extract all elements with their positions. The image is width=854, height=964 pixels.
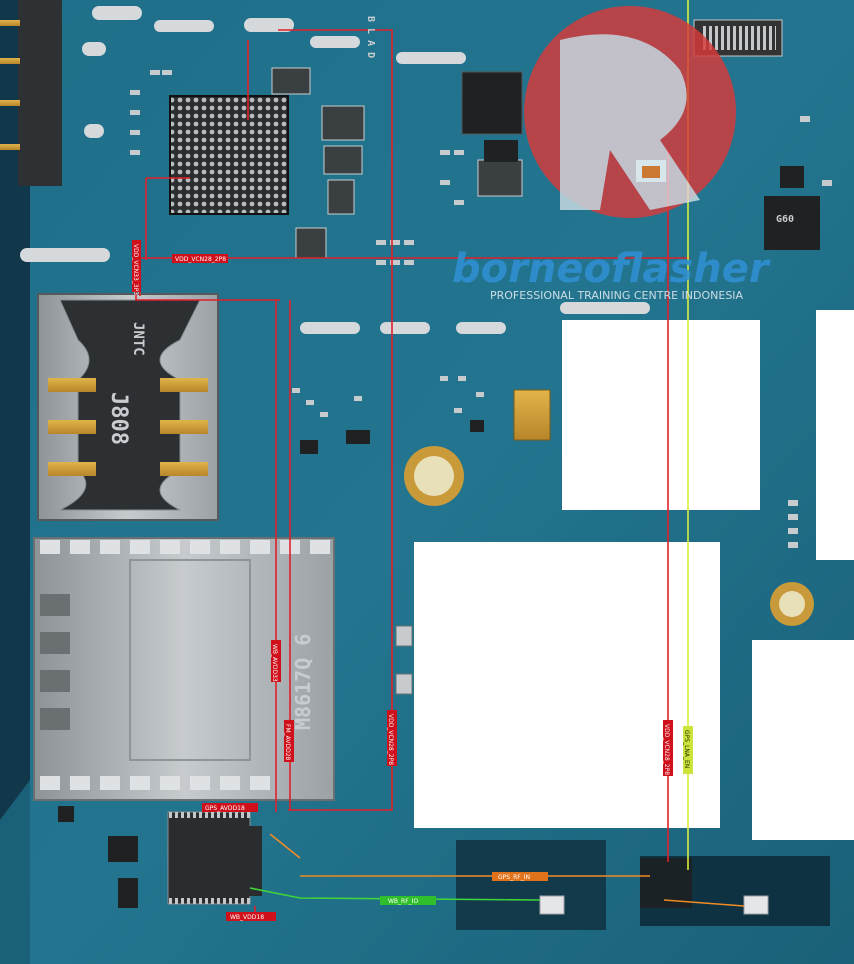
sim-brand-marking: JNTC: [130, 322, 146, 356]
net-label: VDD_VCN33_3P3: [132, 244, 139, 295]
net-label: WB_AVDD33: [271, 644, 278, 682]
green-trace: [249, 887, 541, 901]
edge-connector: [18, 0, 62, 186]
net-label: GPS_LNA_EN: [683, 730, 690, 768]
net-label: GPS_AVDD18: [205, 805, 245, 812]
net-label: WB_RF_IO: [388, 898, 418, 905]
watermark-tagline: PROFESSIONAL TRAINING CENTRE INDONESIA: [490, 289, 744, 302]
gps-antenna-pad: [743, 895, 769, 915]
cutout-window: [414, 542, 720, 828]
wifi-antenna-pad: [539, 895, 565, 915]
net-label: GPS_RF_IN: [498, 874, 530, 881]
watermark-logo: [524, 6, 736, 218]
edge-pin-markings: B L A D: [365, 16, 376, 58]
pmic-ic: [461, 71, 523, 135]
net-label: FM_AVDD28: [284, 724, 291, 761]
small-ic: [764, 196, 820, 250]
cutout-window: [752, 640, 854, 840]
wifi-bt-gps-ic: [167, 811, 251, 905]
net-label: VDD_VCN28_2P8: [663, 724, 670, 775]
net-label: VDD_VCN28_2P8: [387, 714, 394, 765]
sim-contacts: [48, 378, 208, 476]
sd-tray-marking: M8617Q 6: [291, 634, 315, 730]
net-label: WB_VDD18: [230, 914, 264, 921]
watermark-brand: borneoflasher: [452, 246, 771, 292]
cutout-window: [816, 310, 854, 560]
small-ic-marking: G60: [776, 214, 794, 225]
tantalum-cap: [513, 389, 551, 441]
sim-tray-marking: J808: [106, 392, 131, 445]
orange-traces: [269, 833, 745, 907]
bga-ic: [169, 95, 289, 215]
cutout-window: [562, 320, 760, 510]
net-label: VDD_VCN28_2P8: [175, 256, 226, 263]
